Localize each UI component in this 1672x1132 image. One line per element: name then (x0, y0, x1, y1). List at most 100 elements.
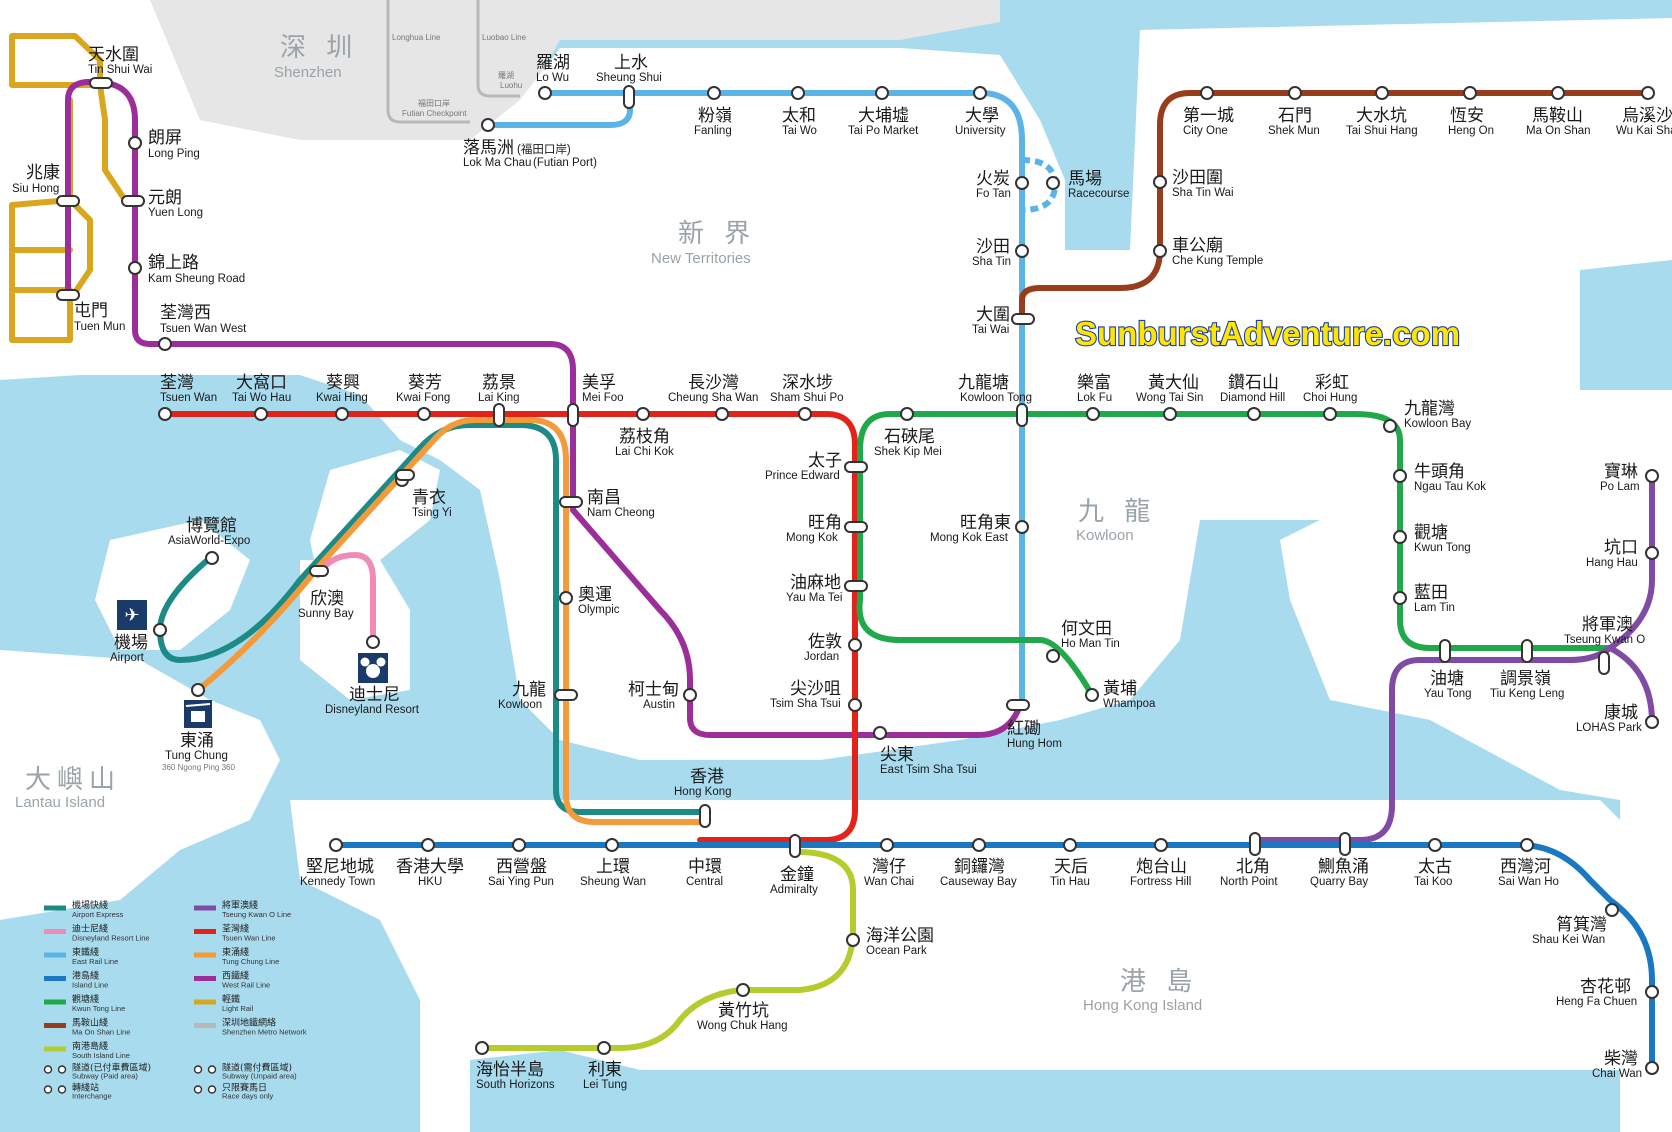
lbl-yuen-long-zh: 元朗 (148, 188, 182, 208)
stn-marker (1393, 530, 1407, 544)
lbl-prince-edward-en: Prince Edward (765, 470, 840, 482)
lbl-mong-kok-en: Mong Kok (786, 532, 838, 544)
lbl-yau-ma-tei-zh: 油麻地 (790, 573, 841, 593)
stn-marker (1393, 591, 1407, 605)
xch-marker (1249, 832, 1261, 856)
lbl-choi-hung-en: Choi Hung (1303, 392, 1357, 404)
stn-marker (158, 337, 172, 351)
lbl-lai-king-zh: 荔景 (482, 373, 516, 393)
lbl-mei-foo-en: Mei Foo (582, 392, 624, 404)
stn-marker (1645, 1061, 1659, 1075)
legend-symbol-en: Subway (Unpaid area) (222, 1072, 297, 1081)
lbl-ocean-park-zh: 海洋公園 (866, 926, 934, 946)
legend-label-en: Shenzhen Metro Network (222, 1028, 307, 1037)
svg-text:✈: ✈ (124, 605, 139, 626)
lbl-fo-tan-en: Fo Tan (976, 188, 1011, 200)
lbl-kwai-fong-en: Kwai Fong (396, 392, 450, 404)
lbl-nam-cheong-zh: 南昌 (587, 488, 621, 508)
lbl-shek-kip-mei-zh: 石硤尾 (884, 427, 935, 447)
lbl-kowloon-en: Kowloon (498, 699, 542, 711)
lbl-chai-wan-en: Chai Wan (1592, 1068, 1642, 1080)
xch-marker (89, 77, 113, 89)
legend-symbol-zh: 隧道(已付車費區域) (72, 1062, 151, 1074)
xch-marker (493, 403, 505, 427)
legend-symbol-zh: 轉綫站 (72, 1082, 99, 1094)
lbl-chai-wan-zh: 柴灣 (1604, 1049, 1638, 1069)
xch-marker (1521, 639, 1533, 663)
stn-marker (1086, 407, 1100, 421)
stn-marker (421, 838, 435, 852)
stn-marker (707, 86, 721, 100)
lbl-sha-tin-wai-zh: 沙田圍 (1172, 168, 1223, 188)
region-hki-en: Hong Kong Island (1083, 997, 1202, 1014)
lbl-sham-shui-po-en: Sham Shui Po (770, 392, 844, 404)
sz-luohu-zh: 羅湖 (498, 71, 514, 80)
lbl-shek-mun-en: Shek Mun (1268, 125, 1320, 137)
legend-label-zh: 港島綫 (72, 970, 99, 982)
stn-marker (1323, 407, 1337, 421)
legend-label-en: Ma On Shan Line (72, 1028, 130, 1037)
stn-marker (1641, 86, 1655, 100)
disneyland-resort-line (315, 552, 376, 645)
lbl-tai-koo-zh: 太古 (1418, 857, 1452, 877)
stn-marker (1046, 649, 1060, 663)
stn-marker (1015, 520, 1029, 534)
lbl-university-en: University (955, 125, 1006, 137)
stn-marker (1645, 469, 1659, 483)
region-nt-zh: 新 界 (678, 219, 756, 249)
legend-label-en: Tung Chung Line (222, 957, 279, 966)
lbl-lei-tung-en: Lei Tung (583, 1079, 627, 1091)
shenzhen-line-luobao (476, 0, 520, 98)
stn-marker (848, 638, 862, 652)
lbl-sheung-wan-zh: 上環 (596, 857, 630, 877)
lbl-tuen-mun-zh: 屯門 (74, 301, 108, 321)
legend-label-zh: 深圳地鐵網絡 (222, 1017, 276, 1029)
legend-symbol (43, 1085, 53, 1094)
stn-marker (128, 136, 142, 150)
legend-label-zh: 輕鐵 (222, 993, 240, 1005)
region-labels: 深 圳 Shenzhen 新 界 New Territories 九 龍 Kow… (15, 33, 1202, 1014)
lbl-sha-tin-en: Sha Tin (972, 256, 1011, 268)
lbl-tin-hau-zh: 天后 (1054, 857, 1088, 877)
legend-label-en: West Rail Line (222, 981, 270, 990)
legend-label-zh: 機場快綫 (72, 899, 108, 911)
shenzhen-metro (386, 0, 520, 124)
lbl-austin-zh: 柯士甸 (628, 680, 679, 700)
lbl-sheung-shui-zh: 上水 (614, 53, 648, 73)
lbl-racecourse-zh: 馬場 (1068, 169, 1102, 189)
lbl-wu-kai-sha-zh: 烏溪沙 (1622, 106, 1672, 126)
xch-marker (1016, 403, 1028, 427)
legend-label-zh: 西鐵綫 (222, 970, 249, 982)
lbl-north-point-zh: 北角 (1236, 857, 1270, 877)
stn-marker (848, 698, 862, 712)
legend-label-en: Disneyland Resort Line (72, 934, 150, 943)
xch-marker (844, 580, 868, 592)
legend-symbol (193, 1085, 203, 1094)
stn-marker (875, 86, 889, 100)
legend-label-zh: 東鐵綫 (72, 946, 99, 958)
lbl-sham-shui-po-zh: 深水埗 (782, 373, 833, 393)
stn-marker (128, 261, 142, 275)
lbl-sha-tin-zh: 沙田 (976, 237, 1010, 257)
tsuen-wan-line (162, 411, 858, 843)
region-nt-en: New Territories (651, 250, 751, 267)
lbl-disneyland-resort-zh: 迪士尼 (349, 685, 400, 705)
sz-longhua: Longhua Line (392, 33, 441, 42)
lbl-sha-tin-wai-en: Sha Tin Wai (1172, 187, 1234, 199)
xch-marker (844, 461, 868, 473)
interchange-markers (56, 77, 1610, 858)
legend-symbol (207, 1065, 217, 1074)
stn-marker (559, 591, 573, 605)
stn-marker (636, 407, 650, 421)
stn-marker (1288, 86, 1302, 100)
lbl-central-zh: 中環 (688, 857, 722, 877)
legend-label-en: Light Rail (222, 1004, 254, 1013)
stn-marker (329, 838, 343, 852)
legend-symbol-en: Interchange (72, 1092, 112, 1101)
lbl-hku-zh: 香港大學 (396, 857, 464, 877)
lbl-admiralty-zh: 金鐘 (780, 865, 814, 885)
lbl-shau-kei-wan-zh: 筲箕灣 (1556, 915, 1607, 935)
lbl-tuen-mun-en: Tuen Mun (74, 321, 125, 333)
